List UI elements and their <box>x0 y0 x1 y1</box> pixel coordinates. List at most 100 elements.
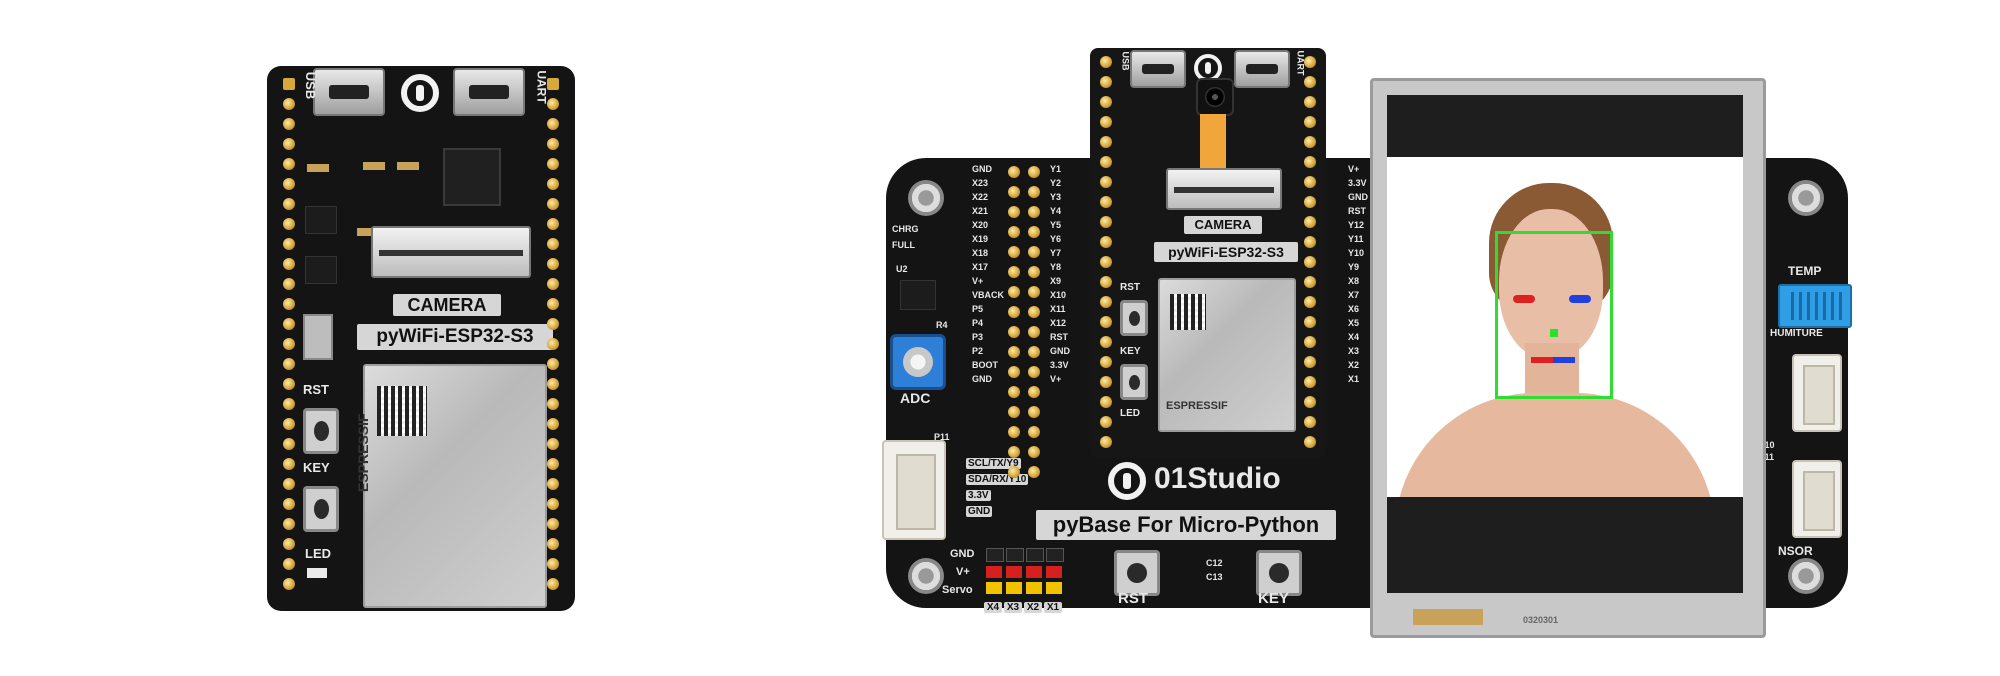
pin-label: Y8 <box>1050 262 1062 272</box>
pin-label: RST <box>1348 206 1366 216</box>
mounted-camera-connector <box>1166 168 1282 210</box>
sensor-connector-1 <box>1792 354 1842 432</box>
regulator-chip-2 <box>305 256 337 284</box>
i2c-3v3-label: 3.3V <box>966 490 991 501</box>
servo-pin-x4: X4 <box>984 602 1002 613</box>
mounted-uart-connector <box>1234 50 1290 88</box>
c13-label: C13 <box>1206 572 1223 582</box>
full-label: FULL <box>892 240 915 250</box>
mounted-led-label: LED <box>1120 408 1140 419</box>
pin-label: X18 <box>972 248 989 258</box>
mounted-camera-label: CAMERA <box>1184 216 1262 234</box>
servo-pin-x3: X3 <box>1004 602 1022 613</box>
pin-label: X19 <box>972 234 989 244</box>
scl-label: SCL/TX/Y9 <box>966 458 1021 469</box>
adc-potentiometer[interactable] <box>890 334 946 390</box>
mounted-module-qr <box>1170 294 1206 330</box>
base-rst-label: RST <box>1118 590 1148 607</box>
pin-label: GND <box>1050 346 1070 356</box>
pin-label: X23 <box>972 178 989 188</box>
pin-label: X10 <box>1050 290 1067 300</box>
sda-label: SDA/RX/Y10 <box>966 474 1029 485</box>
adc-label: ADC <box>900 390 931 406</box>
servo-signal-label: Servo <box>942 584 973 596</box>
key-label: KEY <box>303 460 330 475</box>
camera-label: CAMERA <box>393 294 501 316</box>
esp32s3-board: USB UART CAMERA pyWiFi-ESP32-S3 ESPRESSI… <box>267 66 575 611</box>
base-right-header-labels: V+ 3.3V GND RST Y12 Y11 Y10 Y9 X8 X7 X6 … <box>1348 164 1368 384</box>
rst-label: RST <box>303 382 329 397</box>
base-title: pyBase For Micro-Python <box>1036 510 1336 540</box>
pin-label: Y10 <box>1348 248 1365 258</box>
pin-label: GND <box>972 374 992 384</box>
camera-lens-icon <box>1196 78 1234 116</box>
brand-label: 01Studio <box>1154 462 1281 495</box>
p11-label: P11 <box>934 432 950 442</box>
key-button[interactable] <box>303 486 339 532</box>
pin-label: BOOT <box>972 360 998 370</box>
module-brand: ESPRESSIF <box>355 413 371 492</box>
pin-label: X9 <box>1050 276 1062 286</box>
pin-label: 3.3V <box>1348 178 1367 188</box>
mounted-esp32-module: ESPRESSIF <box>1158 278 1296 432</box>
face-bounding-box <box>1495 231 1613 399</box>
mounted-key-label: KEY <box>1120 346 1141 357</box>
i2c-gnd-label: GND <box>966 506 993 517</box>
pin-label: X22 <box>972 192 989 202</box>
pin-label: Y11 <box>1348 234 1364 244</box>
left-pin-header <box>283 78 295 598</box>
smd-part <box>357 228 379 236</box>
pin-label: Y4 <box>1050 206 1062 216</box>
pin-label: X3 <box>1348 346 1360 356</box>
mounted-left-header <box>1100 56 1112 456</box>
base-rst-button[interactable] <box>1114 550 1160 596</box>
pin-label: X17 <box>972 262 989 272</box>
pin-label: P3 <box>972 332 984 342</box>
mounted-rst-button[interactable] <box>1120 300 1148 336</box>
usb-uart-chip <box>443 148 501 206</box>
temp-label: TEMP <box>1788 264 1822 278</box>
lcd-display: 0320301 <box>1370 78 1766 638</box>
base-key-button[interactable] <box>1256 550 1302 596</box>
mount-hole <box>1788 180 1824 216</box>
person-shoulders <box>1395 393 1715 497</box>
pin-label: GND <box>972 164 992 174</box>
charger-chip <box>900 280 936 310</box>
pin-label: P4 <box>972 318 984 328</box>
servo-vplus-label: V+ <box>956 566 970 578</box>
pin-label: X4 <box>1348 332 1360 342</box>
mount-hole <box>908 180 944 216</box>
left-eye-marker <box>1513 295 1535 303</box>
pin-label: GND <box>1348 192 1368 202</box>
mount-hole <box>1788 558 1824 594</box>
humiture-label: HUMITURE <box>1770 328 1823 339</box>
mounted-usb-connector <box>1130 50 1186 88</box>
mount-hole <box>908 558 944 594</box>
pin-label: Y2 <box>1050 178 1062 188</box>
pin-label: X7 <box>1348 290 1360 300</box>
smd-part <box>363 162 385 170</box>
esp32-module: ESPRESSIF <box>355 364 547 608</box>
pin-label: RST <box>1050 332 1068 342</box>
mouth-right-marker <box>1553 357 1575 363</box>
pin-label: X8 <box>1348 276 1360 286</box>
board-name-label: pyWiFi-ESP32-S3 <box>357 324 553 350</box>
c12-label: C12 <box>1206 558 1223 568</box>
pin-label: X20 <box>972 220 989 230</box>
rst-button[interactable] <box>303 408 339 454</box>
servo-pin-x2: X2 <box>1024 602 1042 613</box>
pin-label: Y1 <box>1050 164 1062 174</box>
c10-label: C10 <box>1758 440 1775 450</box>
uart-connector <box>453 68 525 116</box>
pin-label: 3.3V <box>1050 360 1069 370</box>
module-qr-code <box>377 386 427 436</box>
chrg-label: CHRG <box>892 224 919 234</box>
pin-label: P5 <box>972 304 984 314</box>
base-left-header-2 <box>1028 166 1040 486</box>
lcd-code: 0320301 <box>1523 615 1559 625</box>
sensor-connector-2 <box>1792 460 1842 538</box>
studio-logo-icon <box>1108 462 1146 500</box>
mouth-left-marker <box>1531 357 1553 363</box>
mounted-key-button[interactable] <box>1120 364 1148 400</box>
studio-logo-icon <box>401 74 439 112</box>
